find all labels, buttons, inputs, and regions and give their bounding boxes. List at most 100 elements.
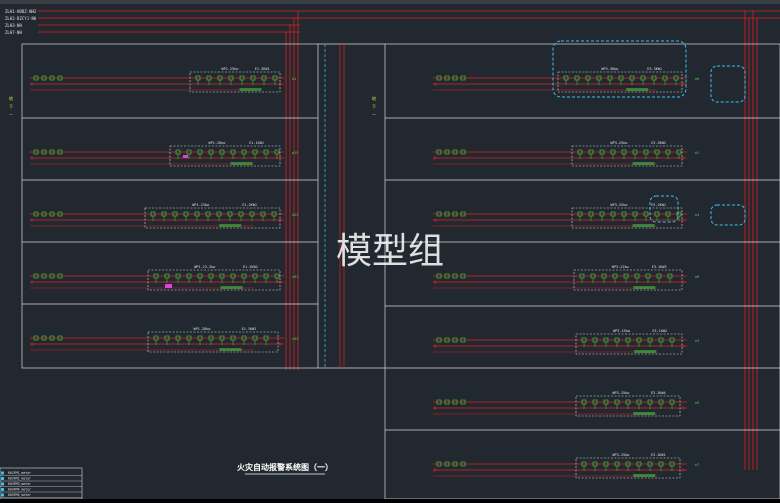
- legend-swatch: [1, 477, 4, 480]
- box-code: E1-1KW1: [249, 141, 264, 145]
- detector-symbol: [436, 273, 442, 279]
- detector-symbol: [460, 399, 466, 405]
- detector-symbol: [49, 149, 55, 155]
- legend-row-label: K02FM2_meter: [8, 477, 31, 481]
- magenta-marker: [165, 284, 172, 288]
- box-label: WP3-25kw: [611, 141, 629, 145]
- detector-symbol: [57, 335, 63, 341]
- feed-label: e6: [695, 77, 699, 81]
- module-tag: [219, 348, 242, 351]
- detector-symbol: [49, 273, 55, 279]
- detector-symbol: [41, 149, 47, 155]
- equipment-box: [573, 269, 683, 291]
- module-tag: [633, 412, 656, 415]
- svg-text:一: 一: [372, 112, 376, 117]
- legend-swatch: [1, 493, 4, 497]
- box-label: WP1-23kw: [192, 203, 210, 207]
- module-tag: [626, 88, 649, 91]
- feed-label: e1: [292, 77, 296, 81]
- detector-symbol: [444, 149, 450, 155]
- revision-clouds: [552, 40, 746, 226]
- equipment-box: [189, 71, 281, 93]
- equipment-box: [571, 145, 683, 167]
- detector-symbol: [452, 337, 458, 343]
- legend-row-label: K03FM3_meter: [8, 482, 31, 486]
- box-code: E3-1KW2: [652, 329, 667, 333]
- box-label: WP3-25kw: [612, 391, 630, 395]
- svg-text:下: 下: [9, 104, 13, 109]
- detector-symbol: [444, 273, 450, 279]
- detector-symbol: [436, 211, 442, 217]
- svg-text:地: 地: [372, 95, 376, 101]
- box-code: E3-3KW1: [647, 67, 662, 71]
- detector-symbol: [436, 399, 442, 405]
- watermark-text: 模型组: [336, 231, 444, 272]
- detector-symbol: [33, 273, 39, 279]
- module-tag: [633, 474, 656, 477]
- detector-symbol: [33, 149, 39, 155]
- feed-label: e15: [292, 151, 298, 155]
- detector-symbol: [460, 337, 466, 343]
- detector-symbol: [33, 211, 39, 217]
- legend-swatch: [1, 488, 4, 491]
- header-line-4: ZLH7-NH: [5, 30, 22, 35]
- svg-text:一: 一: [9, 112, 13, 117]
- module-tag: [634, 350, 657, 353]
- box-code: E3-3KW2: [651, 141, 666, 145]
- detector-symbol: [41, 273, 47, 279]
- legend-swatch: [1, 482, 4, 486]
- module-tag: [220, 286, 243, 289]
- detector-symbol: [444, 75, 450, 81]
- detector-symbol: [452, 461, 458, 467]
- equipment-box: [571, 207, 683, 229]
- equipment-box: [169, 145, 281, 167]
- detector-symbol: [33, 335, 39, 341]
- module-tag: [632, 162, 655, 165]
- svg-text:地: 地: [9, 95, 13, 101]
- legend-table: K01FM1_meterK02FM2_meterK03FM3_meterK04F…: [0, 467, 83, 500]
- feed-label: e3: [695, 339, 699, 343]
- equipment-box: [557, 71, 683, 93]
- box-code: E3-1KW4: [651, 391, 666, 395]
- title-text: 火灾自动报警系统图（一）: [237, 462, 333, 472]
- detector-symbol: [444, 337, 450, 343]
- detector-symbol: [452, 399, 458, 405]
- legend-row-label: K04FM4_meter: [8, 488, 31, 492]
- middle-bus: [324, 44, 345, 368]
- feed-label: e8: [695, 275, 699, 279]
- magenta-marker: [183, 155, 188, 158]
- svg-text:下: 下: [372, 104, 376, 109]
- box-code: E3-1KW1: [651, 453, 666, 457]
- box-label: WP3-25kw: [611, 203, 629, 207]
- detector-symbol: [444, 399, 450, 405]
- feed-label: e4: [695, 213, 699, 217]
- detector-symbol: [460, 149, 466, 155]
- box-code: E3-2KW1: [651, 203, 666, 207]
- panel-r3: WP3-25kw E3-2KW1 e4: [433, 203, 699, 229]
- detector-symbol: [436, 461, 442, 467]
- detector-symbol: [460, 211, 466, 217]
- header-line-1: ZLH1-HDBZ-NH2: [5, 9, 37, 14]
- detector-symbol: [444, 211, 450, 217]
- detector-symbol: [436, 149, 442, 155]
- detector-symbol: [460, 461, 466, 467]
- drawing-title: 火灾自动报警系统图（一）: [237, 462, 333, 475]
- legend-row-label: K01FM1_meter: [8, 471, 31, 475]
- detector-symbol: [460, 273, 466, 279]
- detector-symbol: [33, 75, 39, 81]
- vertical-trunks: [285, 11, 758, 470]
- box-code: E1-2KW1: [242, 203, 257, 207]
- detector-symbol: [452, 211, 458, 217]
- box-label: WP1-23-3kw: [194, 265, 216, 269]
- box-label: WP3-30kw: [601, 67, 619, 71]
- top-toolbar-strip: [0, 0, 780, 4]
